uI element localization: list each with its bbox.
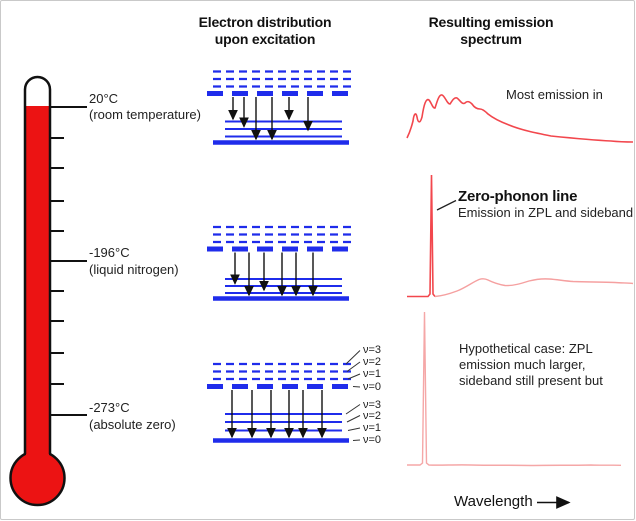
wavelength-label: Wavelength (454, 493, 533, 510)
spectrum3-note: Hypothetical case: ZPL emission much lar… (459, 341, 603, 389)
spectrum-zpl-spike (407, 174, 436, 298)
zpl-title: Zero-phonon line (458, 188, 578, 205)
transition-arrows-3 (227, 390, 327, 439)
transition-arrows-1 (228, 97, 313, 141)
spectrum3-note-line2: emission much larger, (459, 357, 586, 372)
thermometer-cap (26, 78, 49, 106)
nu-label-ground-2: ν=2 (363, 409, 382, 422)
temp-desc-nitrogen: (liquid nitrogen) (89, 262, 179, 277)
spectrum-room-temp-curve (406, 94, 634, 143)
temp-desc-room: (room temperature) (89, 107, 201, 122)
thermometer-mercury (26, 106, 49, 476)
right-column-title-line1: Resulting emission (428, 14, 554, 30)
right-column-title-line2: spectrum (460, 31, 522, 47)
middle-column-title: Electron distribution upon excitation (165, 14, 365, 48)
nu-pointer-lines (345, 350, 361, 441)
transition-arrows-2 (230, 252, 318, 297)
spectrum-sideband-curve (434, 278, 634, 298)
zpl-subtitle: Emission in ZPL and sideband (458, 205, 634, 220)
spectrum-hypothetical-curve (407, 311, 622, 467)
nu-label-ground-1: ν=1 (363, 422, 382, 434)
nu-label-ground-3: ν=3 (363, 398, 382, 411)
spectrum3-note-line1: Hypothetical case: ZPL (459, 341, 593, 356)
zpl-pointer-line (436, 199, 457, 211)
nu-label-excited-0: ν=0 (363, 380, 382, 393)
thermometer-ticks (50, 137, 64, 385)
nu-label-excited-2: ν=2 (363, 356, 382, 368)
temp-label-zero: -273°C (89, 400, 130, 415)
energy-diagram-absolute-zero (207, 350, 361, 443)
thermometer-label-lines (50, 106, 87, 416)
thermometer (9, 75, 87, 507)
nu-label-ground-0: ν=0 (363, 433, 382, 446)
nu-label-excited-1: ν=1 (363, 368, 382, 380)
energy-diagram-liquid-nitrogen (207, 225, 357, 301)
middle-column-title-line1: Electron distribution (198, 14, 332, 30)
nu-label-excited-3: ν=3 (363, 344, 382, 356)
middle-column-title-line2: upon excitation (214, 31, 316, 47)
energy-diagram-room-temp (207, 70, 357, 145)
temp-desc-zero: (absolute zero) (89, 417, 176, 432)
spectrum3-note-line3: sideband still present but (459, 373, 603, 388)
thermometer-tube-outline (23, 75, 52, 454)
temp-label-room: 20°C (89, 91, 119, 106)
spectrum1-note: Most emission in (506, 87, 603, 102)
temp-label-nitrogen: -196°C (89, 245, 130, 260)
right-column-title: Resulting emission spectrum (391, 14, 591, 48)
